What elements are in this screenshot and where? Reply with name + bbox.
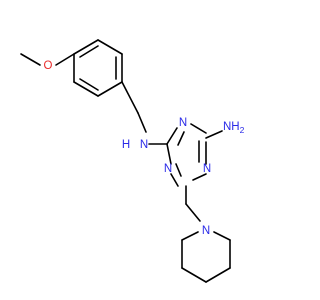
atom-amine-nh2: NH2 xyxy=(223,121,245,135)
atom-amine-subscript: 2 xyxy=(240,125,245,135)
atom-amine-nh: NH xyxy=(223,121,240,133)
bond-benzene-4 xyxy=(97,81,123,97)
bond-benzene-1 xyxy=(73,39,99,55)
bond-methyl-o xyxy=(20,53,41,66)
bond-triazine-6 xyxy=(166,143,172,165)
bond-triazine-inner-1 xyxy=(177,131,185,146)
bond-aryl-ch2 xyxy=(121,81,139,114)
atom-labels: O N H N N N NH2 N xyxy=(44,60,245,237)
bond-triazine-5 xyxy=(170,173,179,187)
atom-nitrogen-ring-top: N xyxy=(179,117,187,129)
bond-piperidine-3 xyxy=(205,267,231,283)
molecule-structure: O N H N N N NH2 N xyxy=(20,39,245,283)
bond-piperidine-4 xyxy=(181,267,207,283)
bond-benzene-inner-3 xyxy=(79,78,99,91)
bond-benzene-2 xyxy=(97,39,123,55)
atom-nitrogen-ring-right: N xyxy=(203,163,211,175)
bond-triazine-1 xyxy=(166,127,178,145)
bonds xyxy=(20,39,231,283)
atom-nitrogen-piperidine: N xyxy=(202,225,210,237)
bond-ch2-nh xyxy=(137,112,147,133)
bond-triazine-2 xyxy=(190,123,207,134)
bond-ch2-piperidine xyxy=(185,203,201,222)
bond-triazine-inner-3 xyxy=(175,163,182,177)
bond-piperidine-6 xyxy=(181,231,199,241)
atom-nitrogen-ring-left: N xyxy=(164,163,172,175)
bond-benzene-inner-1 xyxy=(79,45,99,58)
bond-triazine-nh2 xyxy=(205,130,223,139)
atom-hydrogen-amine-left: H xyxy=(122,139,130,151)
bond-piperidine-1 xyxy=(213,231,231,241)
atom-nitrogen-amine-left: N xyxy=(140,139,148,151)
bond-o-aryl xyxy=(55,53,75,66)
atom-oxygen-methoxy: O xyxy=(44,60,53,72)
bond-triazine-4 xyxy=(192,173,207,181)
bond-benzene-5 xyxy=(73,81,99,97)
